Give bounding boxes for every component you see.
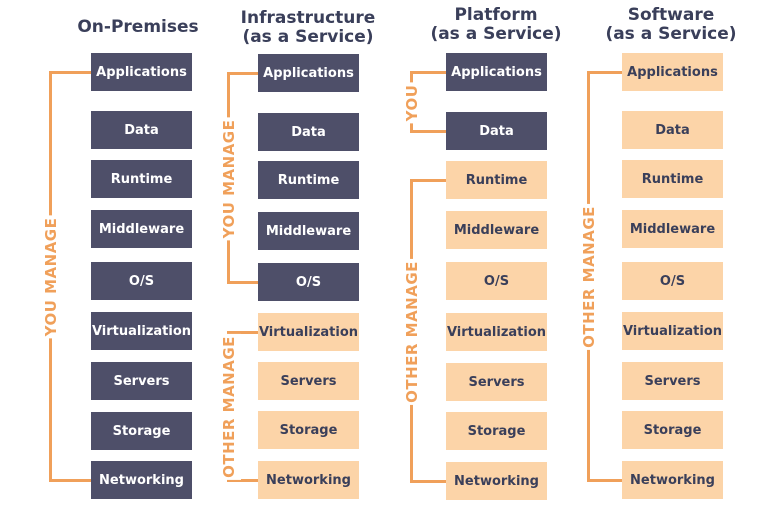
layer-o-s: O/S [91,262,192,300]
column-title: Software [627,5,715,25]
layer-runtime: Runtime [258,161,359,199]
layer-networking: Networking [622,461,723,499]
management-label: YOU MANAGE [217,117,241,240]
management-label: OTHER MANAGE [400,258,424,405]
layer-networking: Networking [91,461,192,499]
layer-middleware: Middleware [91,210,192,248]
layer-networking: Networking [258,461,359,499]
layer-o-s: O/S [622,262,723,300]
column-subtitle: (as a Service) [430,24,562,44]
layer-data: Data [446,112,547,150]
management-label: OTHER MANAGE [577,204,601,350]
layer-servers: Servers [91,362,192,400]
layer-servers: Servers [258,362,359,400]
layer-data: Data [622,111,723,149]
layer-runtime: Runtime [622,160,723,198]
layer-virtualization: Virtualization [91,312,192,350]
layer-servers: Servers [622,362,723,400]
layer-runtime: Runtime [446,161,547,199]
layer-data: Data [258,113,359,151]
layer-virtualization: Virtualization [258,313,359,351]
layer-storage: Storage [91,412,192,450]
layer-networking: Networking [446,462,547,500]
column-title: Infrastructure [240,8,376,28]
layer-storage: Storage [622,411,723,449]
column-title: Platform [454,5,538,25]
column-title: On-Premises [77,17,199,37]
layer-storage: Storage [258,411,359,449]
layer-servers: Servers [446,363,547,401]
layer-o-s: O/S [446,262,547,300]
layer-applications: Applications [258,54,359,92]
management-label: YOU [400,82,424,123]
layer-storage: Storage [446,412,547,450]
column-subtitle: (as a Service) [242,27,374,47]
layer-o-s: O/S [258,263,359,301]
layer-applications: Applications [446,53,547,91]
layer-runtime: Runtime [91,160,192,198]
management-label: YOU MANAGE [39,215,63,339]
layer-data: Data [91,111,192,149]
management-label: OTHER MANAGE [217,334,241,480]
layer-middleware: Middleware [258,212,359,250]
layer-applications: Applications [622,53,723,91]
layer-applications: Applications [91,53,192,91]
layer-virtualization: Virtualization [446,313,547,351]
column-subtitle: (as a Service) [605,24,737,44]
layer-virtualization: Virtualization [622,312,723,350]
layer-middleware: Middleware [446,211,547,249]
layer-middleware: Middleware [622,210,723,248]
